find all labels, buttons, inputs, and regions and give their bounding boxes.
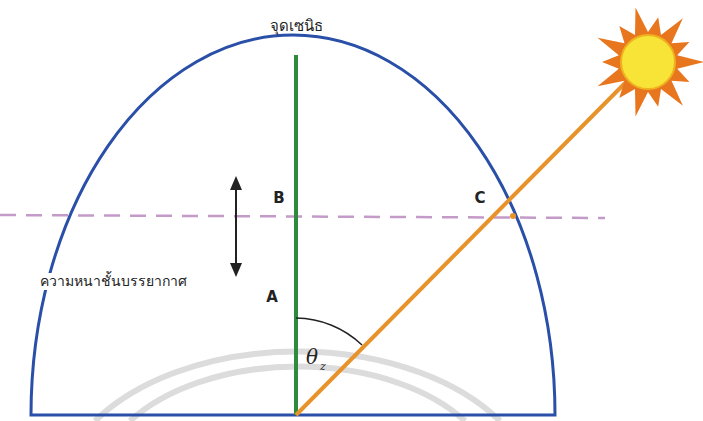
sun-ray: [296, 72, 636, 415]
sun-disc: [621, 35, 675, 89]
arrow-head: [230, 176, 242, 190]
atmosphere-dome: [31, 35, 555, 415]
angle-symbol: θ: [306, 346, 318, 368]
point-c: [510, 213, 516, 219]
zenith-label: จุดเซนิธ: [270, 18, 323, 35]
point-label: C: [474, 190, 485, 207]
angle-subscript: z: [320, 361, 326, 373]
point-label: A: [266, 289, 278, 306]
sun-rays: [598, 7, 703, 116]
angle-arc: [296, 318, 362, 345]
point-label: B: [273, 190, 284, 207]
arrow-head: [230, 263, 242, 277]
thickness-label: ความหนาชั้นบรรยากาศ: [38, 273, 189, 290]
zenith-line: [294, 55, 298, 415]
sun: [598, 7, 703, 116]
thickness-arrow: [235, 185, 237, 268]
